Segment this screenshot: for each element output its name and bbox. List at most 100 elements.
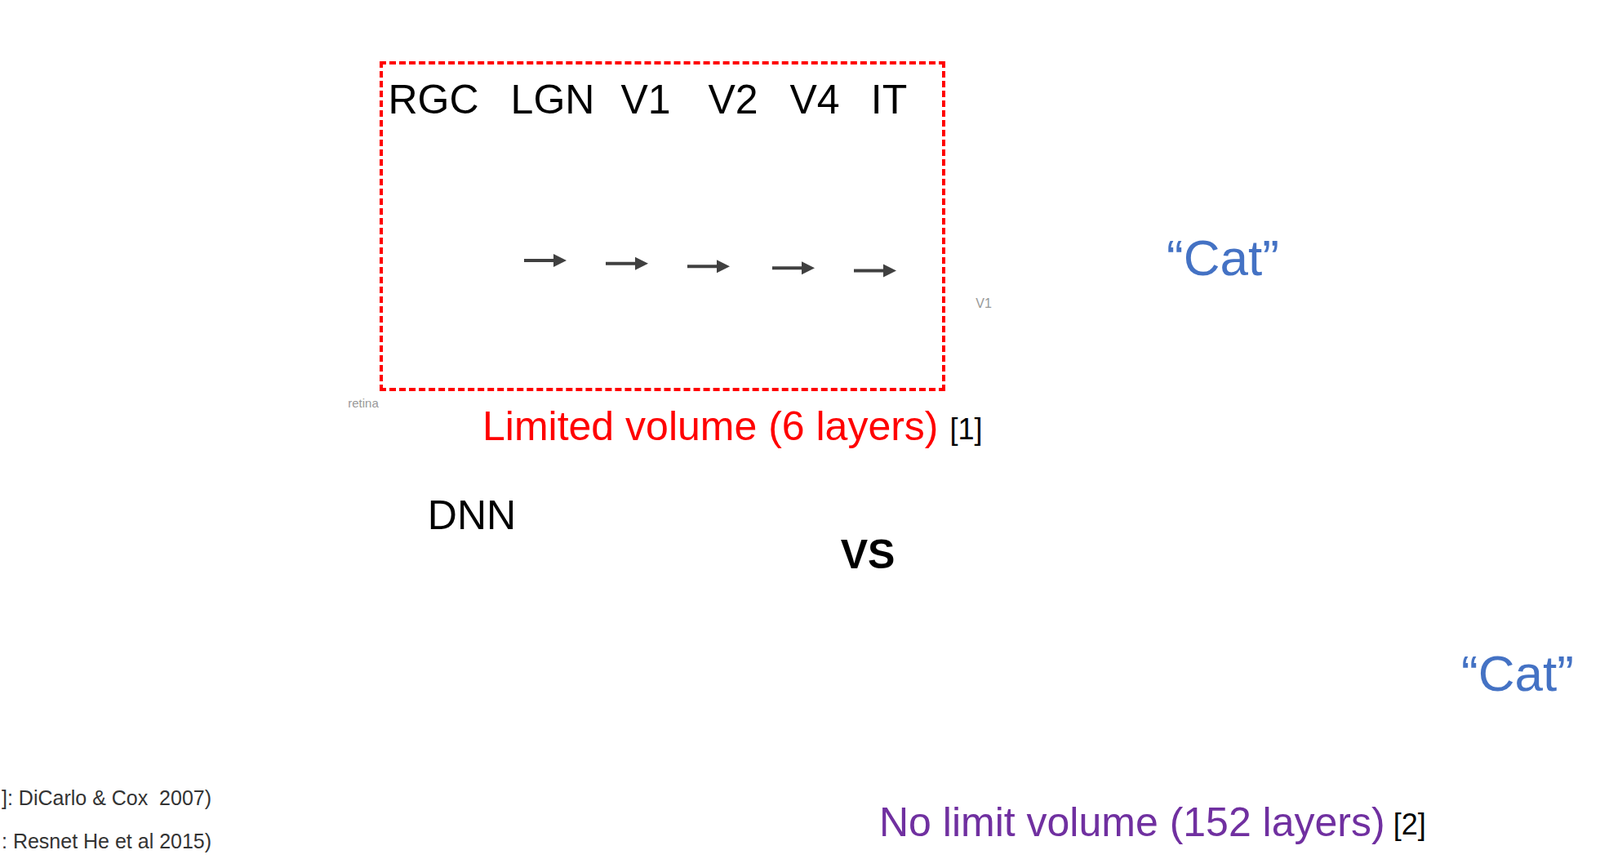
dnn-layer (617, 559, 738, 788)
dnn-layer (1392, 561, 1417, 789)
layer-label: LGN (507, 77, 599, 122)
layer-label: RGC (384, 77, 482, 122)
arrow-head (801, 261, 815, 275)
layer-shape (406, 142, 528, 369)
layer-panel: IT (877, 143, 900, 373)
layer-panel: V4 (775, 143, 858, 388)
layer-label: V4 (786, 77, 843, 122)
arrow-line (1372, 671, 1400, 676)
layer-trapezoid (406, 142, 528, 369)
cat-chest (110, 424, 168, 490)
layer-trapezoid (775, 143, 858, 388)
dnn-layer (1178, 559, 1298, 788)
arrow-head (364, 237, 379, 253)
eye-lens (300, 366, 320, 429)
cat-eye (155, 383, 168, 392)
dnn-layer (1026, 559, 1146, 788)
arrow-line (772, 266, 804, 270)
flow-arrow (605, 257, 649, 271)
arrow-head (1397, 666, 1411, 680)
caption: No limit volume (152 layers) (879, 801, 1386, 843)
ellipsis-dot (883, 666, 898, 681)
output-label: “Cat” (1461, 648, 1574, 699)
ellipsis-dot (915, 666, 931, 681)
dnn-arrows (546, 666, 1454, 681)
dnn-layer (1196, 559, 1316, 788)
arrow-line (546, 671, 598, 676)
layer-label: V2 (704, 77, 761, 122)
layer-label: IT (867, 77, 911, 122)
layer-shape (608, 143, 691, 380)
brain-gyrus (342, 207, 458, 218)
cat-ear-inner (102, 342, 125, 372)
layer-trapezoid (690, 143, 776, 383)
input-curve (217, 244, 366, 329)
layer-panel: V1 (608, 143, 691, 380)
cerebellum (916, 269, 1035, 338)
layer-shape (690, 143, 776, 383)
dnn-layer (426, 559, 547, 788)
cat-ear-inner (173, 339, 188, 374)
arrow-head (635, 257, 649, 271)
brain-gyrus (816, 163, 947, 196)
dnn-layer (411, 559, 531, 788)
brain-contour (305, 4, 1040, 479)
output-label: “Cat” (1166, 232, 1280, 284)
dnn-layer (1214, 559, 1334, 788)
reference-note: ]: DiCarlo & Cox 2007) (1, 787, 212, 809)
layer-trapezoid (877, 143, 900, 373)
arrow-line (853, 268, 885, 272)
dnn-layer (600, 559, 720, 788)
input-arrows (217, 237, 379, 637)
cat-eye (124, 383, 137, 392)
output-arrow (901, 251, 1140, 265)
region-box: Limited volume (6 layers)RGCLGNV1V2V4IT (379, 61, 946, 392)
arrow-head (716, 259, 730, 273)
cerebellum-fold (926, 320, 1025, 332)
dnn-layer (635, 559, 756, 788)
anatomy-label: V1 (975, 297, 992, 311)
ellipsis-dot (849, 666, 865, 681)
arrow-head (364, 622, 379, 637)
arrow-head (595, 666, 609, 680)
brain-stem (881, 457, 894, 507)
arrow-line (687, 264, 719, 268)
layer-label: V1 (617, 77, 674, 122)
layer-shape (775, 143, 858, 388)
arrow-line (964, 671, 1014, 676)
arrow-line (605, 262, 637, 266)
brain-gyrus (938, 73, 1013, 164)
brain-outline (299, 4, 1040, 507)
network-label: DNN (427, 494, 516, 536)
versus-label: VS (840, 533, 896, 575)
dnn-layer (1250, 559, 1370, 788)
arrow-line (1418, 671, 1442, 676)
flow-arrow (772, 261, 815, 275)
arrow-head (1126, 251, 1140, 265)
layer-panel: RGC (406, 142, 528, 369)
reference-note: : Resnet He et al 2015) (1, 831, 212, 852)
dnn-layer (1008, 559, 1128, 788)
layer-panel: LGN (527, 143, 609, 374)
layer-trapezoid (608, 143, 691, 380)
dnn-layer (990, 559, 1110, 788)
brain-stem (930, 444, 939, 507)
dnn-layer (972, 559, 1092, 788)
dnn-layer (564, 559, 684, 788)
cat-head (102, 357, 188, 430)
arrow-head (803, 666, 817, 680)
citation: [2] (1393, 809, 1427, 840)
arrow-line (757, 671, 805, 676)
arrow-head (1219, 666, 1233, 680)
cat-ear (96, 333, 131, 378)
layer-shape (877, 143, 900, 373)
brain-fissure (424, 293, 735, 352)
cat-ear (169, 329, 193, 381)
photo-ground (48, 328, 250, 523)
citation: [1] (946, 413, 987, 446)
arrow-line (524, 258, 556, 263)
anatomy-label: retina (347, 396, 379, 409)
dnn-layer (1044, 559, 1164, 788)
region-caption: Limited volume (6 layers) (479, 404, 943, 449)
